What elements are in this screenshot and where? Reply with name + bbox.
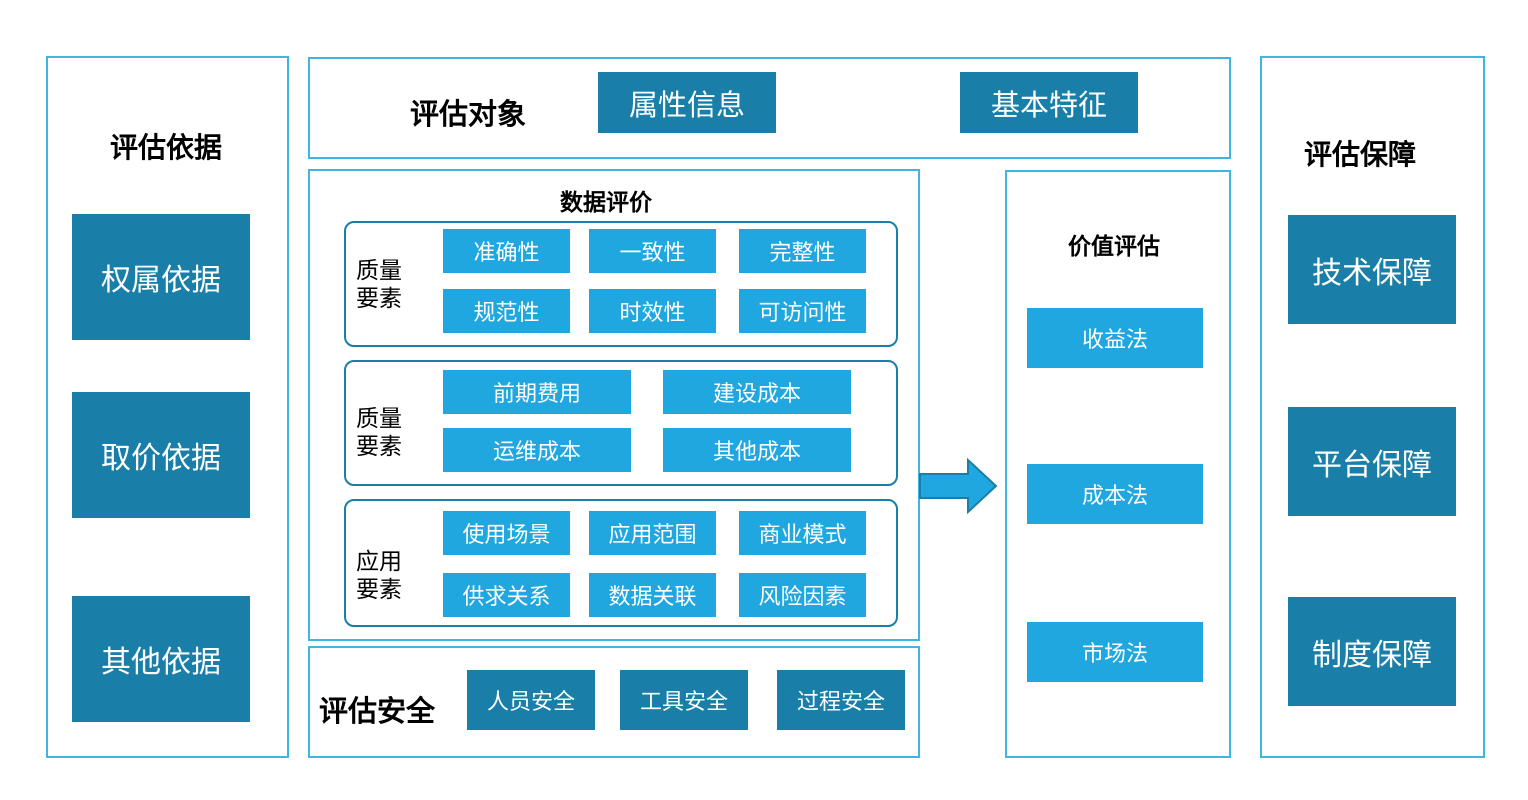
object-title: 评估对象 xyxy=(410,97,527,131)
guarantee-item-technical: 技术保障 xyxy=(1288,215,1456,324)
item-risk-factors: 风险因素 xyxy=(739,573,866,617)
basis-item-pricing: 取价依据 xyxy=(72,392,250,518)
security-item-process: 过程安全 xyxy=(777,670,905,730)
item-operation-cost: 运维成本 xyxy=(443,428,631,472)
evaluation-title: 数据评价 xyxy=(560,190,652,216)
basis-item-other: 其他依据 xyxy=(72,596,250,722)
item-construction-cost: 建设成本 xyxy=(663,370,851,414)
security-item-tool: 工具安全 xyxy=(620,670,748,730)
item-completeness: 完整性 xyxy=(739,229,866,273)
object-item-attributes: 属性信息 xyxy=(598,72,776,133)
object-item-features: 基本特征 xyxy=(960,72,1138,133)
group-label-line: 应用 xyxy=(356,549,402,575)
group-label-line: 要素 xyxy=(356,434,402,460)
value-item-market: 市场法 xyxy=(1027,622,1203,682)
flow-arrow-shape xyxy=(919,458,998,514)
security-item-personnel: 人员安全 xyxy=(467,670,595,730)
item-business-model: 商业模式 xyxy=(739,511,866,555)
quality-group-2-label: 质量 要素 xyxy=(356,405,402,461)
item-supply-demand: 供求关系 xyxy=(443,573,570,617)
value-item-cost: 成本法 xyxy=(1027,464,1203,524)
basis-title: 评估依据 xyxy=(110,131,223,164)
group-label-line: 要素 xyxy=(356,286,402,312)
flow-arrow-icon xyxy=(919,458,998,514)
item-accessibility: 可访问性 xyxy=(739,289,866,333)
security-title: 评估安全 xyxy=(319,694,436,728)
item-accuracy: 准确性 xyxy=(443,229,570,273)
group-label-line: 质量 xyxy=(356,406,402,432)
basis-item-ownership: 权属依据 xyxy=(72,214,250,340)
application-group-label: 应用 要素 xyxy=(356,548,402,604)
value-item-income: 收益法 xyxy=(1027,308,1203,368)
guarantee-title: 评估保障 xyxy=(1304,138,1417,171)
item-other-cost: 其他成本 xyxy=(663,428,851,472)
quality-group-1-label: 质量 要素 xyxy=(356,257,402,313)
value-title: 价值评估 xyxy=(1068,234,1160,260)
guarantee-item-institutional: 制度保障 xyxy=(1288,597,1456,706)
item-consistency: 一致性 xyxy=(589,229,716,273)
item-data-association: 数据关联 xyxy=(589,573,716,617)
item-preliminary-cost: 前期费用 xyxy=(443,370,631,414)
item-timeliness: 时效性 xyxy=(589,289,716,333)
item-normativity: 规范性 xyxy=(443,289,570,333)
group-label-line: 要素 xyxy=(356,577,402,603)
guarantee-item-platform: 平台保障 xyxy=(1288,407,1456,516)
item-usage-scenario: 使用场景 xyxy=(443,511,570,555)
group-label-line: 质量 xyxy=(356,258,402,284)
item-application-scope: 应用范围 xyxy=(589,511,716,555)
